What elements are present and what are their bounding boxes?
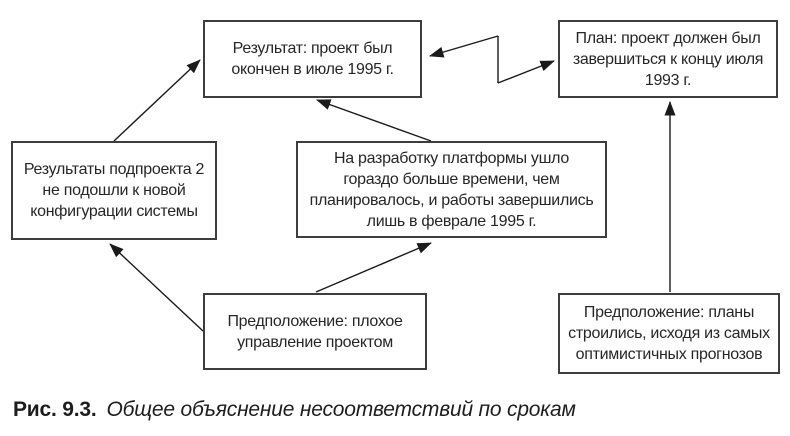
arrow-subproject-to-result <box>113 59 201 142</box>
figure-caption-text: Общее объяснение несоответствий по срока… <box>106 398 576 421</box>
arrow-management-to-subproject <box>109 243 204 332</box>
node-assumption-forecasts: Предположение: планы строились, исходя и… <box>558 293 780 374</box>
arrow-platform-to-result <box>316 99 432 142</box>
conflict-zigzag-arrow <box>429 35 555 84</box>
figure-caption: Рис. 9.3. Общее объяснение несоответствий… <box>13 398 576 422</box>
node-result: Результат: проект был окончен в июле 199… <box>203 20 422 98</box>
arrow-management-to-platform <box>315 242 432 293</box>
node-plan: План: проект должен был завершиться к ко… <box>558 20 778 98</box>
node-platform: На разработку платформы ушло гораздо бол… <box>296 141 607 238</box>
node-subproject: Результаты подпроекта 2 не подошли к нов… <box>11 141 217 240</box>
figure-caption-label: Рис. 9.3. <box>13 398 97 421</box>
node-assumption-management: Предположение: плохое управление проекто… <box>203 293 427 370</box>
